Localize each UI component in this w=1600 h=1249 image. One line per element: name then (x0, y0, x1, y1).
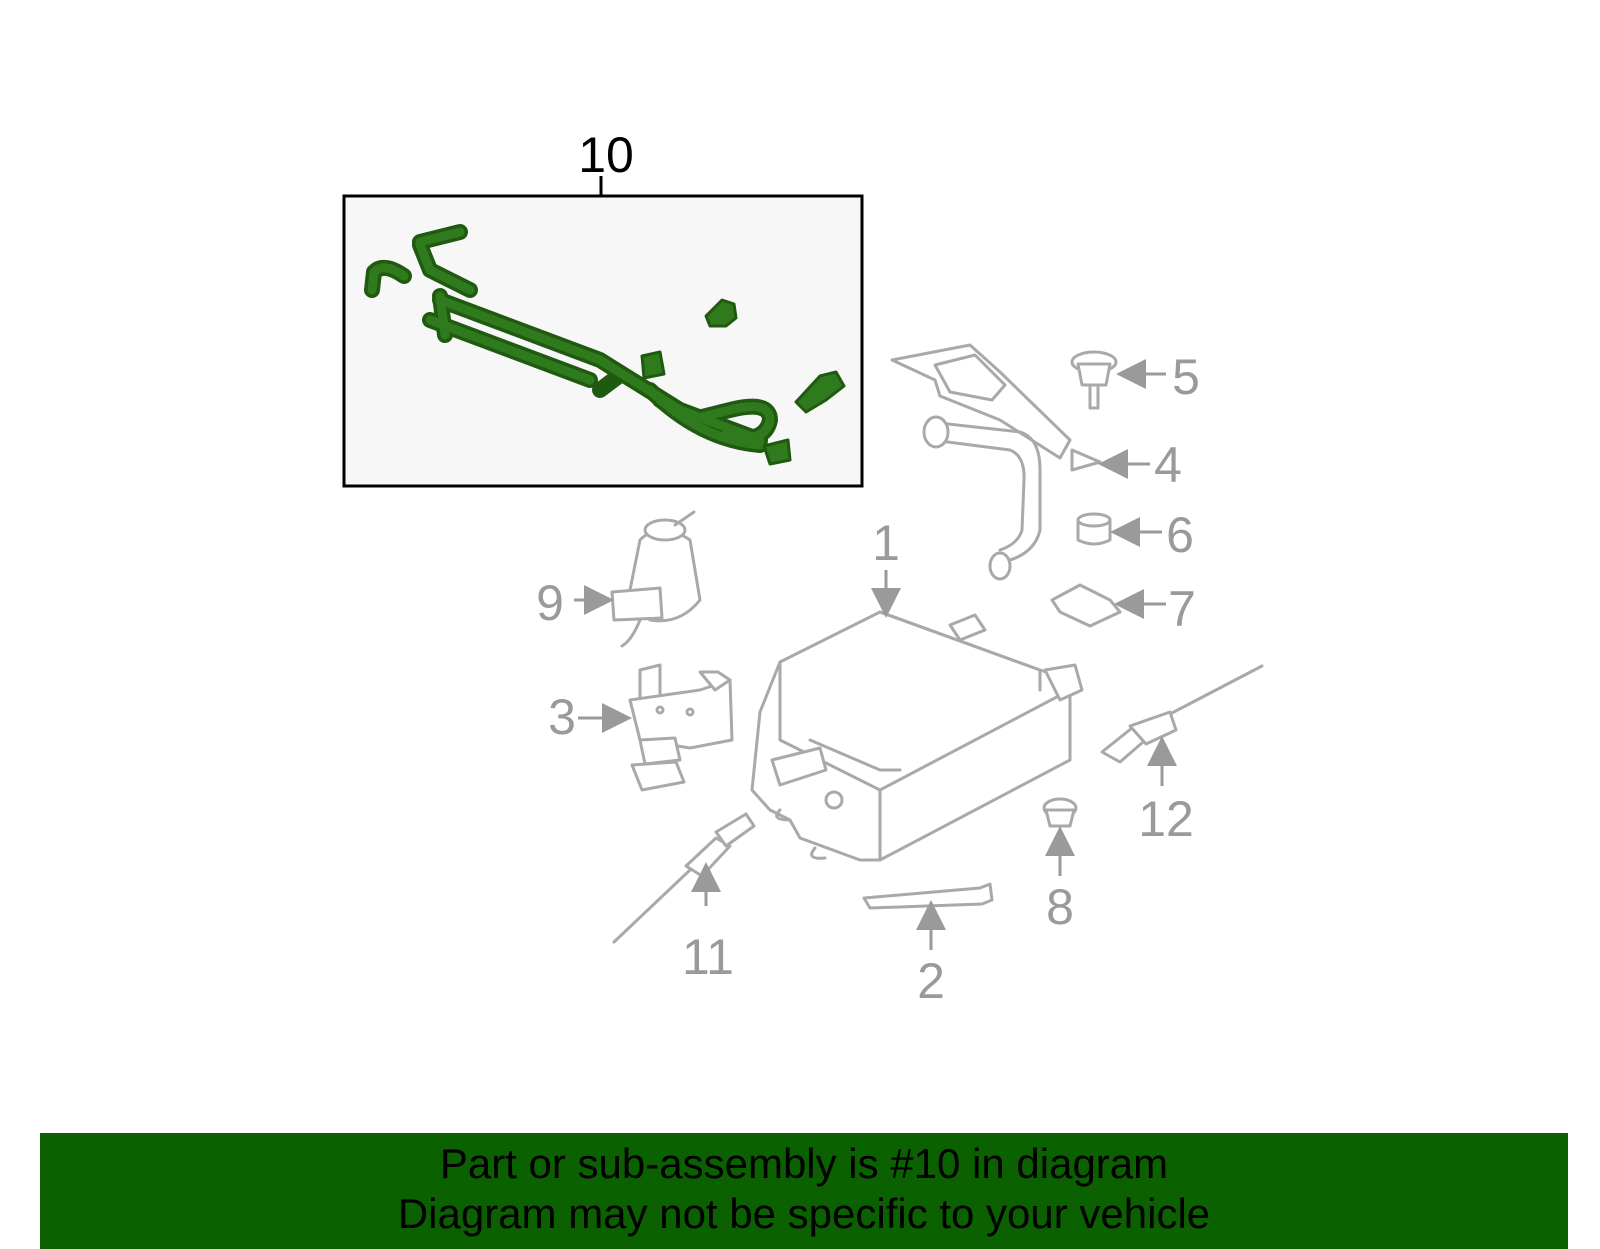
part-4-bracket-tube[interactable]: 4 (890, 343, 1182, 581)
banner-line-disclaimer: Diagram may not be specific to your vehi… (397, 1190, 1211, 1237)
callout-9[interactable]: 9 (536, 575, 564, 631)
callout-8[interactable]: 8 (1046, 879, 1074, 935)
banner-line-part-number: Part or sub-assembly is #10 in diagram (439, 1140, 1169, 1187)
vapor-hose-assembly-drawing (364, 224, 846, 466)
part-3-bracket-valve[interactable]: 3 (548, 663, 734, 792)
info-banner: Part or sub-assembly is #10 in diagram D… (40, 1133, 1568, 1249)
callout-12[interactable]: 12 (1138, 791, 1194, 847)
callout-2[interactable]: 2 (917, 953, 945, 1009)
part-8-nut[interactable]: 8 (1042, 797, 1078, 935)
callout-10[interactable]: 10 (578, 127, 634, 183)
part-1-canister[interactable]: 1 (750, 515, 1084, 862)
part-5-push-clip[interactable]: 5 (1070, 349, 1200, 410)
part-10-assembly[interactable]: 10 (342, 127, 864, 488)
part-11-sensor[interactable]: 11 (612, 812, 756, 985)
callout-1[interactable]: 1 (872, 515, 900, 571)
callout-11[interactable]: 11 (682, 929, 734, 985)
part-7-clip[interactable]: 7 (1050, 581, 1196, 637)
part-2-strap[interactable]: 2 (862, 882, 994, 1009)
callout-3[interactable]: 3 (548, 689, 576, 745)
callout-5[interactable]: 5 (1172, 349, 1200, 405)
callout-4[interactable]: 4 (1154, 437, 1182, 493)
callout-7[interactable]: 7 (1168, 581, 1196, 637)
callout-6[interactable]: 6 (1166, 507, 1194, 563)
part-6-grommet[interactable]: 6 (1076, 507, 1194, 563)
part-9-purge-valve[interactable]: 9 (536, 510, 702, 648)
part-12-sensor[interactable]: 12 (1100, 664, 1264, 847)
